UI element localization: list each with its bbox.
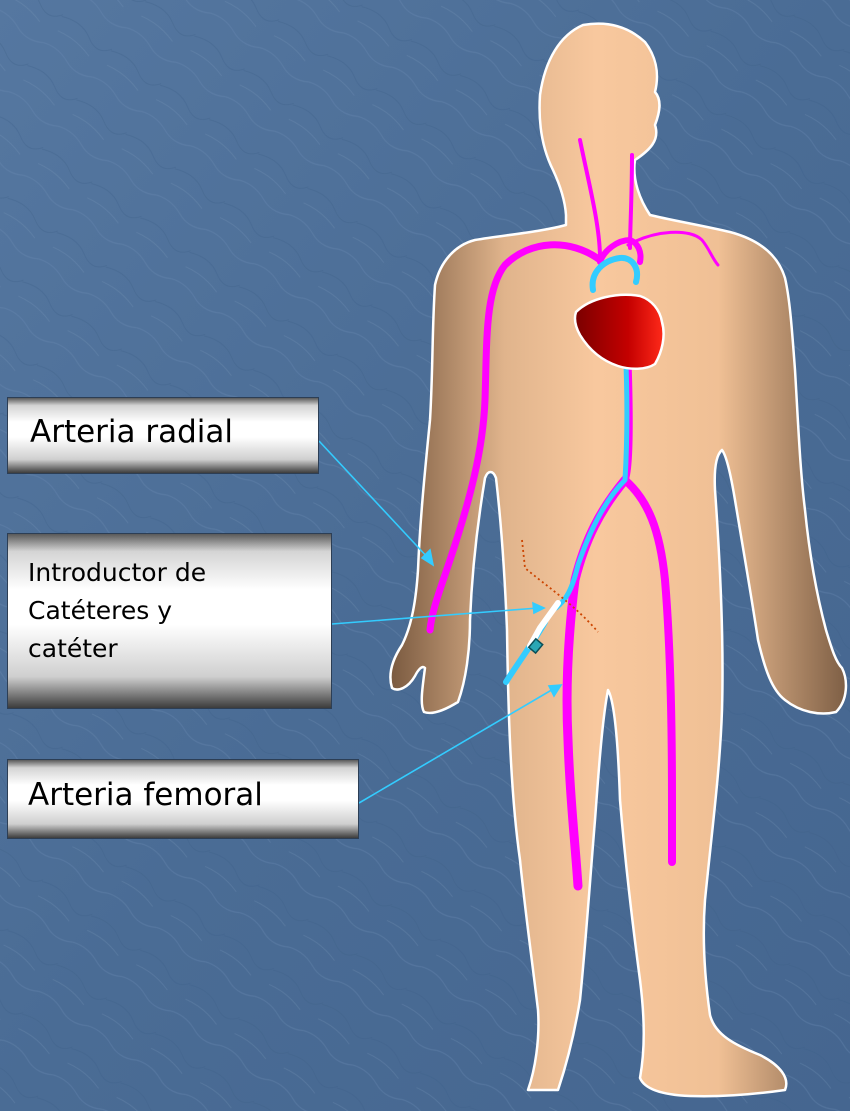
label-introductor-line3: catéter bbox=[28, 630, 331, 668]
label-introductor: Introductor de Catéteres y catéter bbox=[7, 533, 332, 709]
label-arteria-femoral: Arteria femoral bbox=[7, 759, 359, 839]
label-introductor-line1: Introductor de bbox=[28, 554, 331, 592]
label-arteria-radial-text: Arteria radial bbox=[30, 414, 318, 450]
label-introductor-line2: Catéteres y bbox=[28, 592, 331, 630]
label-arteria-femoral-text: Arteria femoral bbox=[28, 777, 358, 813]
label-arteria-radial: Arteria radial bbox=[7, 397, 319, 474]
carotid-right bbox=[630, 155, 632, 248]
